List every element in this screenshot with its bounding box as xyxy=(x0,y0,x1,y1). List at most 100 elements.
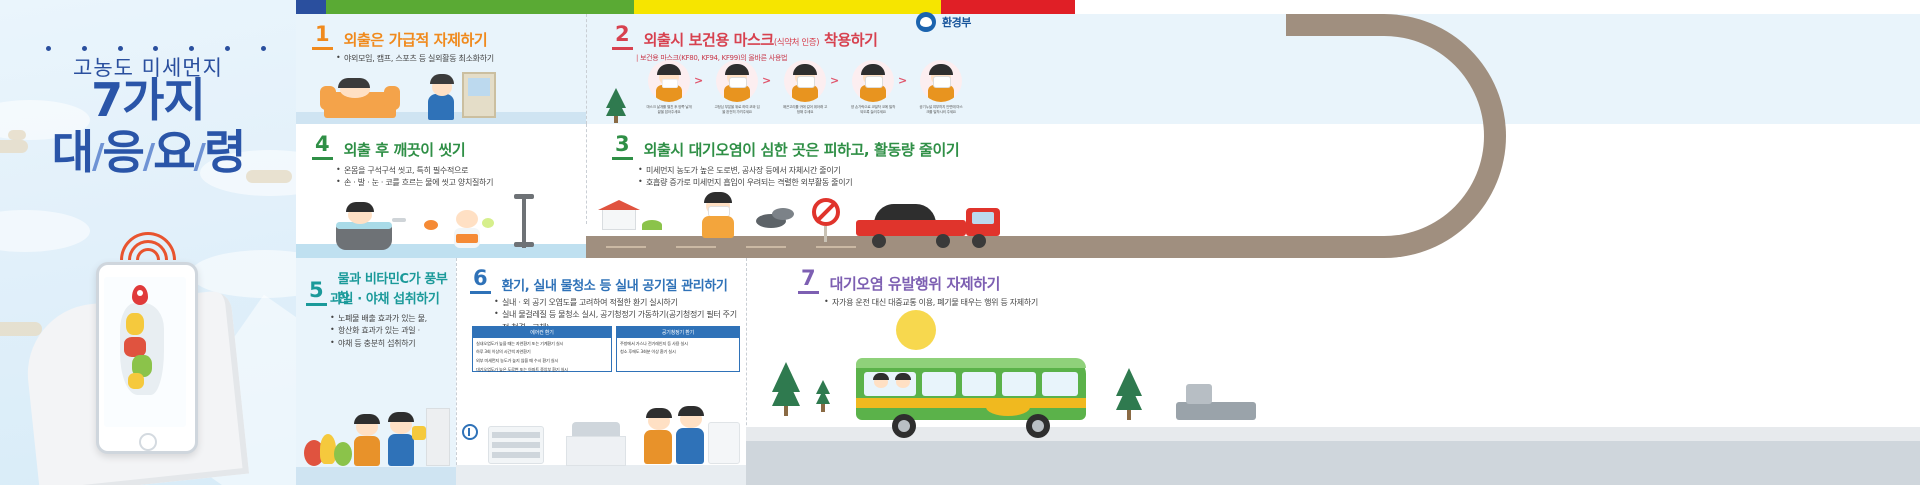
bar-segment-yellow xyxy=(633,0,941,14)
mask-step-4-figure xyxy=(852,60,894,102)
mask-step-5: 공기누설 여부까지 안면에 마스크를 밀착시켜 주세요 xyxy=(918,60,964,115)
section-7-illustration xyxy=(746,310,1920,485)
section-5-bullet-2: 야채 등 충분히 섭취하기 xyxy=(330,337,450,350)
section-6-table-1-row-0: 실내오염도가 높을 때는 자연환기 또는 기계환기 실시 xyxy=(476,340,564,346)
section-5-bullets: 노폐물 배출 효과가 있는 물, 항산화 효과가 있는 과일 · 야채 등 충분… xyxy=(330,312,450,350)
hero-part-2: 응 xyxy=(102,125,144,179)
section-6-panel: 6 환기, 실내 물청소 등 실내 공기질 관리하기 실내 · 외 공기 오염도… xyxy=(456,258,746,485)
ministry-logo: 환경부 xyxy=(916,12,971,32)
section-1-title: 외출은 가급적 자제하기 xyxy=(343,31,488,49)
hero-part-1: 대 xyxy=(51,125,94,179)
ministry-logo-mark xyxy=(916,12,936,32)
section-5-header: 5 물과 비타민C가 풍부한 xyxy=(306,268,456,306)
section-3-title: 외출시 대기오염이 심한 곳은 피하고, 활동량 줄이기 xyxy=(643,141,960,159)
korea-map-icon xyxy=(120,303,164,395)
mask-step-arrow-1: > xyxy=(694,74,704,87)
map-pin-icon xyxy=(132,285,148,305)
mask-steps-row: 마스크 날개를 펼친 후 양쪽 날개 끝을 잡아주세요 > 고정심 부분을 위로… xyxy=(646,60,976,120)
mask-step-arrow-3: > xyxy=(830,74,840,87)
section-6-header: 6 환기, 실내 물청소 등 실내 공기질 관리하기 xyxy=(470,268,728,294)
mask-step-5-caption: 공기누설 여부까지 안면에 마스크를 밀착시켜 주세요 xyxy=(919,105,963,114)
section-7-panel: 7 대기오염 유발행위 자제하기 자가용 운전 대신 대중교통 이용, 폐기물 … xyxy=(746,258,1920,485)
section-1-bullets: 야외모임, 캠프, 스포츠 등 실외활동 최소화하기 xyxy=(336,52,576,65)
section-1-illustration xyxy=(296,72,586,124)
section-4-panel: 4 외출 후 깨끗이 씻기 온몸을 구석구석 씻고, 특히 필수적으로 손 · … xyxy=(296,124,586,258)
hero-part-4: 령 xyxy=(203,125,246,179)
bar-segment-red xyxy=(940,0,1076,14)
hero-dot-row xyxy=(46,46,266,51)
section-6-table-2-header: 공기청정기 환기 xyxy=(617,327,739,338)
section-6-title: 환기, 실내 물청소 등 실내 공기질 관리하기 xyxy=(501,279,728,294)
section-3-bullet-1: 호흡량 증가로 미세먼지 흡입이 우려되는 격렬한 외부활동 줄이기 xyxy=(638,176,1058,189)
hero-title-line2: 대/응/요/령 xyxy=(0,128,296,176)
section-4-number: 4 xyxy=(312,134,333,160)
hero-sep-1: / xyxy=(92,137,105,177)
section-2-title-tail: 착용하기 xyxy=(819,31,878,49)
section-2-header: 2 외출시 보건용 마스크(식약처 인증) 착용하기 xyxy=(612,24,878,50)
mask-step-arrow-4: > xyxy=(898,74,908,87)
section-6-table-2-row-0: 주방에서 가스나 전기레인지 등 사용 실시 xyxy=(620,340,688,346)
section-5-number: 5 xyxy=(306,280,327,306)
section-6-table-ventilation: 에어컨 환기 실내오염도가 높을 때는 자연환기 또는 기계환기 실시 하루 3… xyxy=(472,326,612,372)
section-1-bullet-0: 야외모임, 캠프, 스포츠 등 실외활동 최소화하기 xyxy=(336,52,576,65)
section-7-bullets: 자가용 운전 대신 대중교통 이용, 폐기물 태우는 행위 등 자제하기 xyxy=(824,296,1244,309)
hero-part-3: 요 xyxy=(153,125,195,179)
section-2-title-main: 외출시 보건용 마스크 xyxy=(643,31,775,49)
mask-step-2-caption: 고정심 부분을 위로 하여 코와 입을 완전히 가려주세요 xyxy=(714,105,760,114)
bar-segment-empty xyxy=(1075,0,1920,14)
section-2-subnote-text: 보건용 마스크(KF80, KF94, KF99)의 올바른 사용법 xyxy=(640,54,788,62)
section-4-header: 4 외출 후 깨끗이 씻기 xyxy=(312,134,466,160)
section-4-title: 외출 후 깨끗이 씻기 xyxy=(343,141,466,159)
section-3-bullets: 미세먼지 농도가 높은 도로변, 공사장 등에서 자체시간 줄이기 호흡량 증가… xyxy=(638,164,1058,190)
section-2-title: 외출시 보건용 마스크(식약처 인증) 착용하기 xyxy=(644,29,878,50)
section-6-table-2-row-1: 청소 후에도 3회분 이상 환기 실시 xyxy=(620,349,676,355)
ministry-logo-text: 환경부 xyxy=(942,16,971,29)
section-3-number: 3 xyxy=(612,134,633,160)
section-3-bullet-0: 미세먼지 농도가 높은 도로변, 공사장 등에서 자체시간 줄이기 xyxy=(638,164,1058,177)
section-6-table-1-header: 에어컨 환기 xyxy=(473,327,611,338)
section-3-header: 3 외출시 대기오염이 심한 곳은 피하고, 활동량 줄이기 xyxy=(612,134,960,160)
phone-home-button[interactable] xyxy=(139,433,157,451)
phone-screen xyxy=(104,277,186,427)
mask-step-5-figure xyxy=(920,60,962,102)
signal-waves-icon xyxy=(118,232,176,262)
mask-step-1: 마스크 날개를 펼친 후 양쪽 날개 끝을 잡아주세요 xyxy=(646,60,692,115)
section-5-bullet-0: 노폐물 배출 효과가 있는 물, xyxy=(330,312,450,325)
section-6-number: 6 xyxy=(470,268,491,294)
mask-step-1-figure xyxy=(648,60,690,102)
road-surface xyxy=(586,236,1286,258)
section-6-table-purifier: 공기청정기 환기 주방에서 가스나 전기레인지 등 사용 실시 청소 후에도 3… xyxy=(616,326,740,372)
section-2-number: 2 xyxy=(612,24,633,50)
mask-step-4: 양 손가락으로 코밀착 코에 밀착되도록 눌러주세요 xyxy=(850,60,896,115)
section-6-table-1-row-3: 대기오염도가 높은 도로변 또는 아파트 중앙부 환기 실시 xyxy=(476,366,568,372)
section-7-bullet-0: 자가용 운전 대신 대중교통 이용, 폐기물 태우는 행위 등 자제하기 xyxy=(824,296,1244,309)
smartphone-illustration xyxy=(96,262,198,454)
hero-panel: 고농도 미세먼지 7가지 대/응/요/령 xyxy=(0,0,296,485)
mask-step-arrow-2: > xyxy=(762,74,772,87)
section-2-title-small: (식약처 인증) xyxy=(773,38,820,48)
section-6-table-1-row-1: 하루 3회 이상의 시간씩 자연환기 xyxy=(476,349,531,355)
mask-step-1-caption: 마스크 날개를 펼친 후 양쪽 날개 끝을 잡아주세요 xyxy=(646,105,692,114)
section-6-bullet-0: 실내 · 외 공기 오염도를 고려하여 적절한 환기 실시하기 xyxy=(494,296,740,309)
mask-step-3: 애끈고리를 귀에 걸어 위아래 고정해 주세요 xyxy=(782,60,828,115)
section-6-table-1-row-2: 외부 미세먼지 농도가 높지 않을 때 수시 환기 실시 xyxy=(476,358,559,364)
section-2-subnote: | 보건용 마스크(KF80, KF94, KF99)의 올바른 사용법 xyxy=(636,54,788,62)
section-3-illustration xyxy=(586,180,1286,258)
mask-step-3-figure xyxy=(784,60,826,102)
section-5-illustration xyxy=(296,388,456,485)
mask-step-2-figure xyxy=(716,60,758,102)
section-4-bullet-1: 손 · 발 · 눈 · 코를 흐르는 물에 씻고 양치질하기 xyxy=(336,176,576,189)
section-3-panel: 3 외출시 대기오염이 심한 곳은 피하고, 활동량 줄이기 미세먼지 농도가 … xyxy=(586,14,1920,258)
section-5-panel: 5 물과 비타민C가 풍부한 과일 · 야채 섭취하기 노폐물 배출 효과가 있… xyxy=(296,258,456,485)
section-5-title-line2: 과일 · 야채 섭취하기 xyxy=(330,292,440,307)
mask-step-4-caption: 양 손가락으로 코밀착 코에 밀착되도록 눌러주세요 xyxy=(850,105,896,114)
bar-segment-green xyxy=(326,0,634,14)
section-1-header: 1 외출은 가급적 자제하기 xyxy=(312,24,488,50)
mask-step-2: 고정심 부분을 위로 하여 코와 입을 완전히 가려주세요 xyxy=(714,60,760,115)
section-1-panel: 1 외출은 가급적 자제하기 야외모임, 캠프, 스포츠 등 실외활동 최소화하… xyxy=(296,14,586,124)
hero-sep-3: / xyxy=(193,137,207,177)
section-7-header: 7 대기오염 유발행위 자제하기 xyxy=(798,268,1000,294)
section-7-number: 7 xyxy=(798,268,819,294)
mask-step-3-caption: 애끈고리를 귀에 걸어 위아래 고정해 주세요 xyxy=(782,105,828,114)
